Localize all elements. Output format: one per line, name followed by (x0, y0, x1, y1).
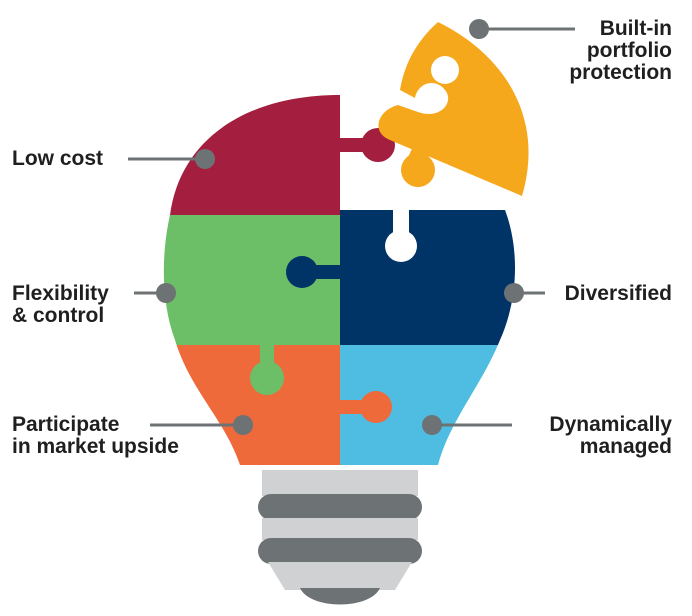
label-flexibility-control: Flexibility & control (12, 282, 109, 327)
label-dynamically-managed: Dynamically managed (549, 413, 672, 458)
base-collar (262, 470, 418, 496)
leader-dots (156, 19, 524, 435)
label-diversified: Diversified (564, 282, 672, 305)
puzzle-piece-low-cost (163, 95, 340, 215)
label-low-cost: Low cost (12, 147, 104, 170)
leader-lines (128, 27, 575, 427)
label-built-in-portfolio-protection: Built-in portfolio protection (569, 17, 672, 84)
puzzle-piece-portfolio-protection (378, 22, 529, 196)
bulb-base (258, 470, 422, 605)
puzzle-piece-diversified (340, 210, 516, 345)
label-participate-market-upside: Participate in market upside (12, 413, 179, 458)
